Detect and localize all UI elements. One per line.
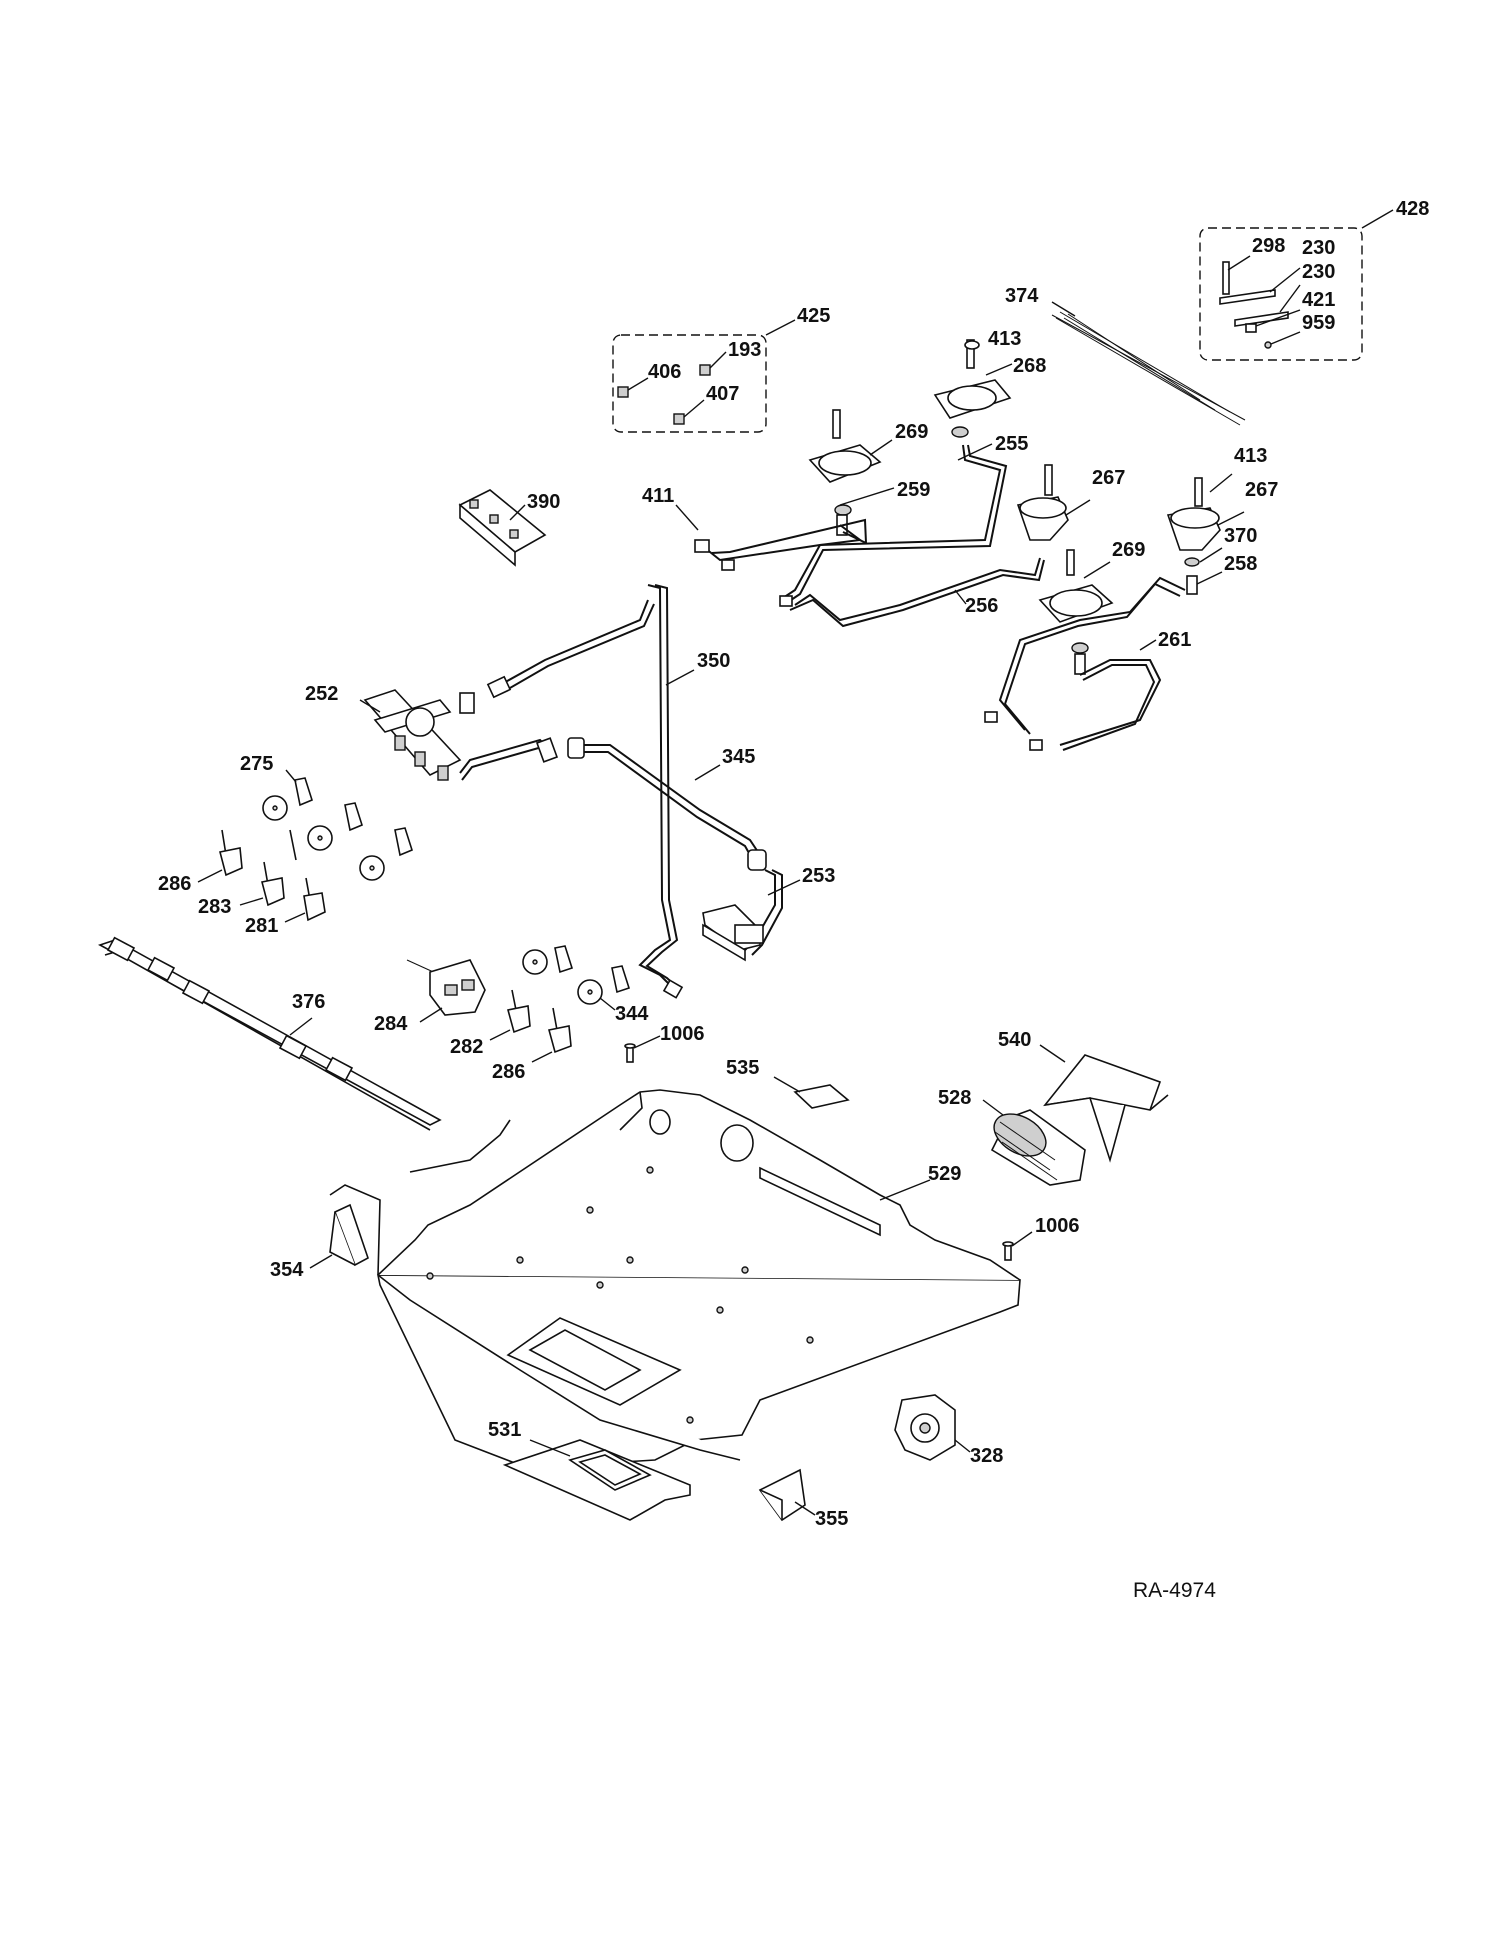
cover-531	[502, 1439, 691, 1521]
callout-540: 540	[998, 1029, 1031, 1051]
callout-193: 193	[728, 339, 761, 361]
callout-286: 286	[158, 873, 191, 895]
callout-268: 268	[1013, 355, 1046, 377]
callout-355: 355	[815, 1508, 848, 1530]
bracket-355	[758, 1468, 816, 1522]
callout-428: 428	[1396, 198, 1429, 220]
callout-253: 253	[802, 865, 835, 887]
callout-284: 284	[374, 1013, 408, 1035]
callout-411: 411	[642, 485, 674, 507]
callout-425: 425	[797, 305, 830, 327]
callout-281: 281	[245, 915, 278, 937]
callout-354: 354	[270, 1259, 304, 1281]
callout-345: 345	[722, 746, 755, 768]
base-pan-529	[329, 1089, 1021, 1466]
callout-261: 261	[1158, 629, 1191, 651]
gas-tubes	[675, 443, 1186, 751]
callout-283: 283	[198, 896, 231, 918]
callout-259: 259	[897, 479, 930, 501]
tube-350	[638, 584, 695, 999]
diagram-code: RA-4974	[1133, 1579, 1216, 1602]
callout-252: 252	[305, 683, 338, 705]
callout-230: 230	[1302, 261, 1335, 283]
callout-328: 328	[970, 1445, 1003, 1467]
callout-344: 344	[615, 1003, 649, 1025]
callout-267: 267	[1092, 467, 1125, 489]
manifold-253	[702, 869, 801, 962]
burner-267-right	[1166, 473, 1245, 595]
callout-275: 275	[240, 753, 273, 775]
switch-390	[458, 489, 547, 567]
burner-267-mid	[1016, 464, 1091, 541]
screw-1006	[624, 1035, 1033, 1261]
blower-528	[982, 1099, 1086, 1186]
callout-269: 269	[895, 421, 928, 443]
callout-255: 255	[995, 433, 1028, 455]
wire-harness-374	[1051, 301, 1246, 426]
callout-256: 256	[965, 595, 998, 617]
manifold-252	[359, 599, 655, 781]
callout-390: 390	[527, 491, 560, 513]
kit-425	[612, 319, 796, 433]
callout-421: 421	[1302, 289, 1335, 311]
callout-267: 267	[1245, 479, 1278, 501]
motor-328	[894, 1394, 971, 1461]
callout-529: 529	[928, 1163, 961, 1185]
callout-407: 407	[706, 383, 739, 405]
callout-230: 230	[1302, 237, 1335, 259]
callout-282: 282	[450, 1036, 483, 1058]
callout-413: 413	[1234, 445, 1267, 467]
callout-258: 258	[1224, 553, 1257, 575]
valve-284	[406, 959, 486, 1023]
burner-269-lower	[1038, 549, 1114, 675]
burner-269-upper	[808, 409, 893, 536]
valve-group-right	[489, 945, 631, 1063]
callout-413: 413	[988, 328, 1021, 350]
bar-376	[98, 936, 442, 1131]
shroud-540	[1039, 1044, 1169, 1163]
callout-1006: 1006	[660, 1023, 705, 1045]
callout-269: 269	[1112, 539, 1145, 561]
callout-528: 528	[938, 1087, 971, 1109]
hose-345	[567, 737, 767, 871]
burner-268	[933, 339, 1013, 438]
callout-535: 535	[726, 1057, 759, 1079]
callout-350: 350	[697, 650, 730, 672]
callout-286: 286	[492, 1061, 525, 1083]
callout-370: 370	[1224, 525, 1257, 547]
callout-298: 298	[1252, 235, 1285, 257]
callout-959: 959	[1302, 312, 1335, 334]
callout-1006: 1006	[1035, 1215, 1080, 1237]
bracket-535	[773, 1076, 850, 1109]
kit-428	[1199, 209, 1394, 361]
bracket-354	[309, 1203, 369, 1269]
callout-406: 406	[648, 361, 681, 383]
callout-531: 531	[488, 1419, 521, 1441]
callout-376: 376	[292, 991, 325, 1013]
callout-374: 374	[1005, 285, 1039, 307]
valve-group-left	[197, 769, 413, 923]
